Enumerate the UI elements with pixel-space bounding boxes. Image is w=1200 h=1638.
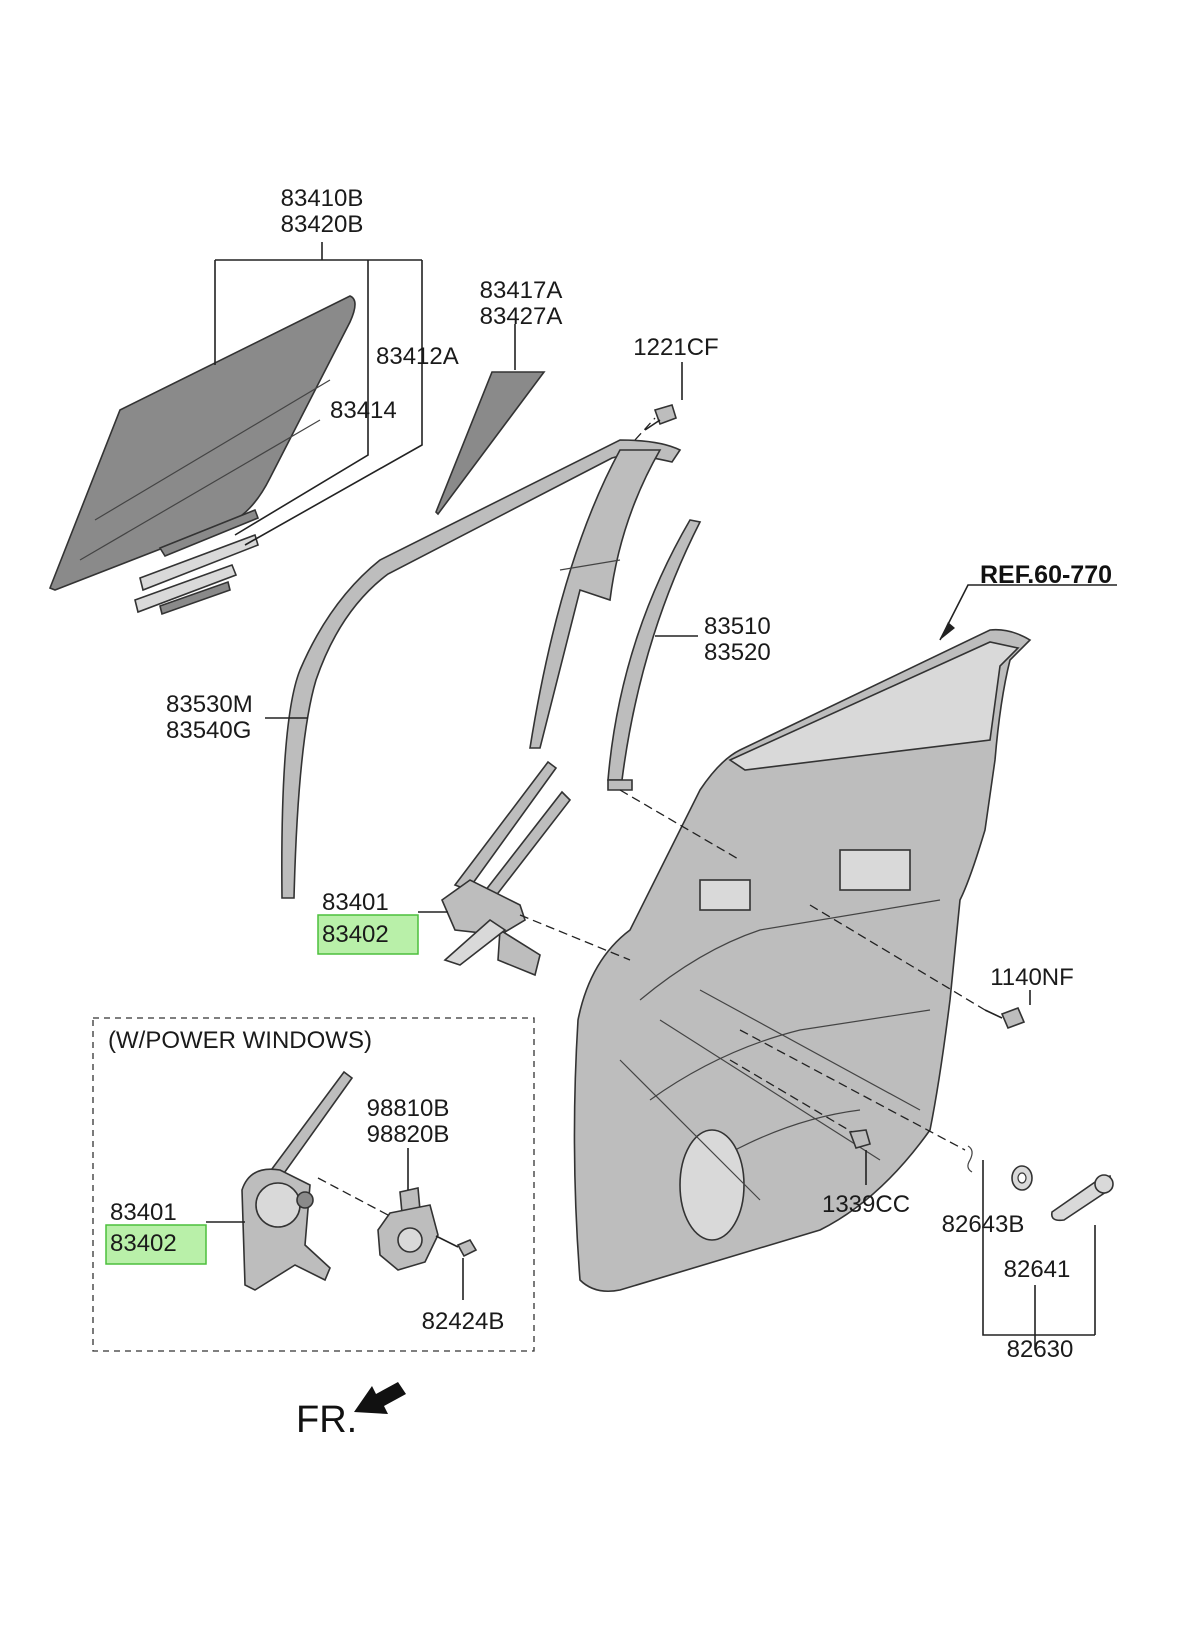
label-83402-power[interactable]: 83402 [110, 1230, 177, 1257]
window-run-channel[interactable] [281, 439, 682, 899]
label-83401-power[interactable]: 83401 [110, 1199, 177, 1226]
clip-82643B[interactable] [967, 1145, 973, 1173]
window-motor[interactable] [377, 1187, 439, 1271]
label-83530M[interactable]: 83530M [166, 691, 253, 718]
window-handle-82630[interactable] [1050, 1174, 1114, 1222]
label-83401-manual[interactable]: 83401 [322, 889, 389, 916]
label-83414[interactable]: 83414 [330, 397, 397, 424]
label-83417A[interactable]: 83417A [480, 277, 563, 304]
door-inner-panel[interactable] [573, 628, 1032, 1293]
label-83510[interactable]: 83510 [704, 613, 771, 640]
washer-82641[interactable] [1011, 1165, 1033, 1191]
power-windows-title: (W/POWER WINDOWS) [108, 1027, 372, 1054]
label-83412A[interactable]: 83412A [376, 343, 459, 370]
bolt-1140NF[interactable] [984, 1006, 1026, 1030]
label-1221CF[interactable]: 1221CF [633, 334, 718, 361]
division-channel[interactable] [529, 449, 662, 749]
label-82424B[interactable]: 82424B [422, 1308, 505, 1335]
label-83520[interactable]: 83520 [704, 639, 771, 666]
label-83410B[interactable]: 83410B [281, 185, 364, 212]
label-98820B[interactable]: 98820B [367, 1121, 450, 1148]
label-83402-manual[interactable]: 83402 [322, 921, 389, 948]
bolt-82424B[interactable] [435, 1235, 478, 1258]
label-82643B[interactable]: 82643B [942, 1211, 1025, 1238]
highlight-83402-power[interactable] [105, 1224, 207, 1265]
window-regulator-power[interactable] [241, 1070, 354, 1291]
label-82630[interactable]: 82630 [1007, 1336, 1074, 1363]
screw-1221CF[interactable] [644, 404, 677, 431]
label-82641[interactable]: 82641 [1004, 1256, 1071, 1283]
glass-channel-83412A[interactable] [139, 508, 260, 592]
power-windows-group-box [92, 1017, 535, 1352]
front-direction-indicator: FR. [296, 1382, 406, 1441]
label-1140NF[interactable]: 1140NF [990, 964, 1074, 991]
nut-1339CC[interactable] [848, 1129, 871, 1149]
label-ref[interactable]: REF.60-770 [980, 561, 1112, 589]
front-sash-channel[interactable] [607, 519, 702, 791]
label-83540G[interactable]: 83540G [166, 717, 251, 744]
highlight-83402-manual[interactable] [317, 914, 419, 955]
fixed-quarter-glass[interactable] [435, 371, 546, 516]
front-label: FR. [296, 1399, 357, 1441]
glass-channel-83414[interactable] [134, 563, 238, 616]
label-83427A[interactable]: 83427A [480, 303, 563, 330]
door-glass[interactable] [48, 295, 356, 591]
label-98810B[interactable]: 98810B [367, 1095, 450, 1122]
label-83420B[interactable]: 83420B [281, 211, 364, 238]
label-1339CC[interactable]: 1339CC [822, 1191, 910, 1218]
window-regulator-manual[interactable] [441, 760, 572, 977]
